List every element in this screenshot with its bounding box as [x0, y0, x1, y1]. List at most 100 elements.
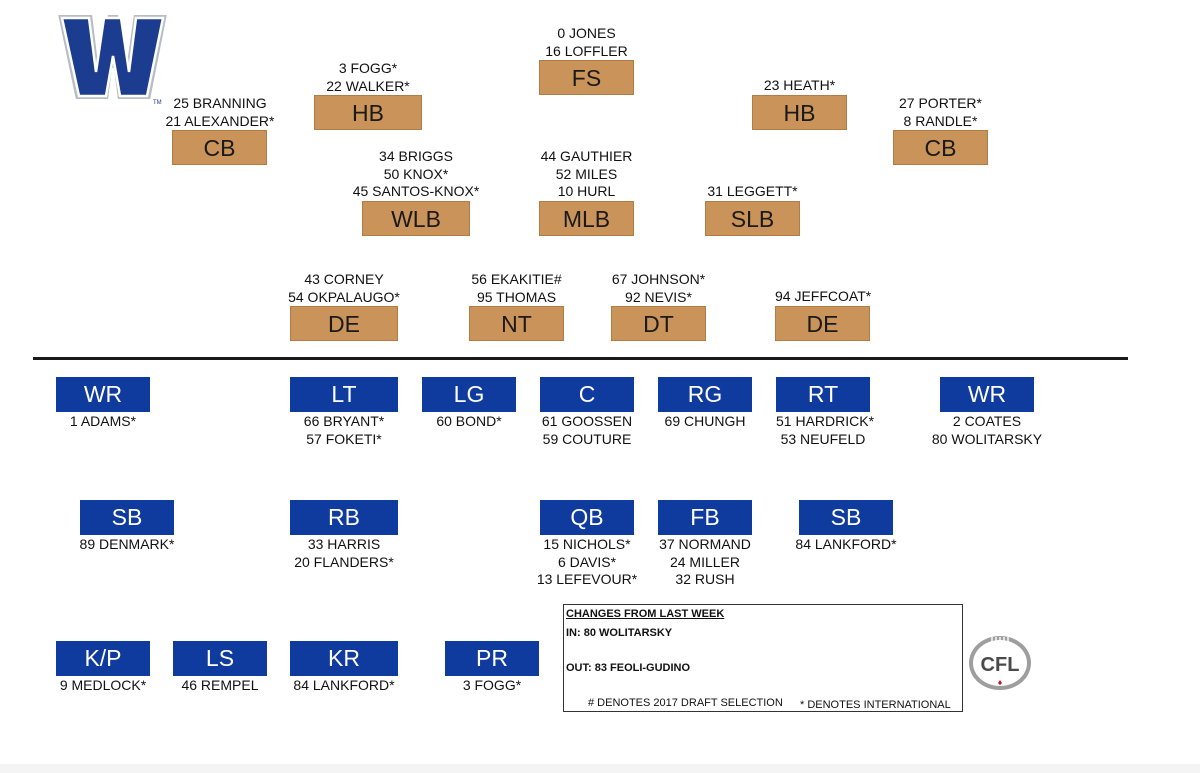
position-wr-left: WR 1 ADAMS*	[56, 377, 150, 431]
player-name: 31 LEGGETT*	[707, 183, 798, 199]
draft-note: # DENOTES 2017 DRAFT SELECTION	[588, 697, 783, 709]
position-nt: 56 EKAKITIE# 95 THOMAS NT	[469, 271, 564, 341]
cfl-logo: CFL	[968, 633, 1032, 693]
cfl-logo-text: CFL	[981, 654, 1020, 676]
position-label-box: NT	[469, 306, 564, 341]
position-rt: RT 51 HARDRICK* 53 NEUFELD	[776, 377, 874, 448]
player-name: 50 KNOX*	[383, 165, 449, 182]
player-name: 44 GAUTHIER	[540, 148, 633, 164]
player-name: 15 NICHOLS*	[543, 536, 631, 552]
player-name: 60 BOND*	[436, 413, 502, 429]
position-label-box: K/P	[56, 641, 150, 676]
position-wr-right: WR 2 COATES 80 WOLITARSKY	[932, 377, 1042, 448]
position-label-box: LG	[422, 377, 516, 412]
player-name: 16 LOFFLER	[545, 42, 628, 59]
player-list: 67 JOHNSON* 92 NEVIS*	[611, 271, 706, 306]
player-name: 57 FOKETI*	[306, 430, 382, 447]
position-label-box: SLB	[705, 200, 800, 236]
line-of-scrimmage	[33, 357, 1128, 360]
player-name: 0 JONES	[557, 25, 616, 41]
player-name: 46 REMPEL	[181, 677, 259, 693]
bottom-strip	[0, 764, 1200, 773]
player-list: 37 NORMAND 24 MILLER 32 RUSH	[658, 536, 752, 589]
position-cb-right: 27 PORTER* 8 RANDLE* CB	[893, 95, 988, 165]
position-label-box: SB	[80, 500, 174, 535]
player-list: 89 DENMARK*	[62, 536, 192, 554]
player-name: 27 PORTER*	[899, 95, 982, 111]
player-name: 52 MILES	[555, 165, 618, 182]
player-name: 22 WALKER*	[326, 77, 410, 94]
position-sb-left: SB 89 DENMARK*	[80, 500, 174, 554]
player-name: 54 OKPALAUGO*	[288, 288, 400, 305]
position-rg: RG 69 CHUNGH	[658, 377, 752, 431]
player-list: 3 FOGG*	[445, 677, 539, 695]
player-list: 69 CHUNGH	[658, 413, 752, 431]
player-name: 21 ALEXANDER*	[165, 112, 275, 129]
position-label-box: LS	[173, 641, 267, 676]
player-name: 84 LANKFORD*	[293, 677, 395, 693]
position-ls: LS 46 REMPEL	[173, 641, 267, 695]
player-list: 34 BRIGGS 50 KNOX* 45 SANTOS-KNOX*	[341, 148, 491, 201]
player-name: 8 RANDLE*	[903, 112, 978, 129]
player-list: 84 LANKFORD*	[290, 677, 398, 695]
player-list: 1 ADAMS*	[56, 413, 150, 431]
player-name: 89 DENMARK*	[79, 536, 175, 552]
player-name: 53 NEUFELD	[780, 430, 866, 447]
player-list: 43 CORNEY 54 OKPALAUGO*	[274, 271, 414, 306]
position-label-box: WR	[56, 377, 150, 412]
player-name: 67 JOHNSON*	[611, 271, 706, 287]
player-name: 1 ADAMS*	[69, 413, 137, 429]
position-wlb: 34 BRIGGS 50 KNOX* 45 SANTOS-KNOX* WLB	[353, 148, 479, 236]
player-list: 23 HEATH*	[752, 77, 847, 95]
player-name: 56 EKAKITIE#	[471, 271, 562, 287]
position-rb: RB 33 HARRIS 20 FLANDERS*	[290, 500, 398, 571]
player-name: 94 JEFFCOAT*	[775, 288, 872, 304]
position-c: C 61 GOOSSEN 59 COUTURE	[540, 377, 634, 448]
changes-in: IN: 80 WOLITARSKY	[566, 627, 673, 639]
player-name: 66 BRYANT*	[303, 413, 385, 429]
player-name: 25 BRANNING	[173, 95, 267, 111]
player-name: 92 NEVIS*	[625, 288, 692, 305]
player-name: 24 MILLER	[669, 553, 741, 570]
player-list: 84 LANKFORD*	[786, 536, 906, 554]
position-qb: QB 15 NICHOLS* 6 DAVIS* 13 LEFEVOUR*	[537, 500, 637, 589]
player-list: 0 JONES 16 LOFFLER	[539, 25, 634, 60]
position-label-box: FS	[539, 60, 634, 95]
changes-box: CHANGES FROM LAST WEEK IN: 80 WOLITARSKY…	[563, 604, 963, 712]
player-name: 2 COATES	[952, 413, 1022, 429]
position-label-box: RG	[658, 377, 752, 412]
position-label-box: RT	[776, 377, 870, 412]
position-de-left: 43 CORNEY 54 OKPALAUGO* DE	[288, 271, 400, 341]
player-name: 59 COUTURE	[542, 430, 632, 447]
international-note: * DENOTES INTERNATIONAL	[800, 699, 951, 711]
position-fb: FB 37 NORMAND 24 MILLER 32 RUSH	[658, 500, 752, 589]
position-label-box: HB	[752, 94, 847, 130]
position-mlb: 44 GAUTHIER 52 MILES 10 HURL MLB	[539, 148, 634, 236]
player-list: 33 HARRIS 20 FLANDERS*	[290, 536, 398, 571]
player-name: 43 CORNEY	[304, 271, 384, 287]
player-name: 37 NORMAND	[659, 536, 751, 552]
position-label-box: KR	[290, 641, 398, 676]
position-label-box: PR	[445, 641, 539, 676]
player-name: 13 LEFEVOUR*	[536, 571, 638, 587]
position-label-box: HB	[314, 95, 422, 130]
player-list: 31 LEGGETT*	[705, 183, 800, 201]
position-dt: 67 JOHNSON* 92 NEVIS* DT	[611, 271, 706, 341]
position-lg: LG 60 BOND*	[422, 377, 516, 431]
player-name: 6 DAVIS*	[557, 553, 617, 570]
team-logo: TM	[55, 12, 170, 106]
position-label-box: WLB	[362, 200, 470, 236]
player-name: 84 LANKFORD*	[795, 536, 897, 552]
player-list: 46 REMPEL	[173, 677, 267, 695]
position-label-box: QB	[540, 500, 634, 535]
player-list: 27 PORTER* 8 RANDLE*	[893, 95, 988, 130]
player-list: 66 BRYANT* 57 FOKETI*	[290, 413, 398, 448]
player-list: 60 BOND*	[422, 413, 516, 431]
position-label-box: WR	[940, 377, 1034, 412]
position-label-box: CB	[893, 130, 988, 165]
player-list: 51 HARDRICK* 53 NEUFELD	[776, 413, 874, 448]
player-list: 94 JEFFCOAT*	[775, 288, 872, 306]
player-name: 69 CHUNGH	[664, 413, 746, 429]
changes-title: CHANGES FROM LAST WEEK	[566, 608, 725, 620]
player-name: 80 WOLITARSKY	[931, 430, 1043, 447]
